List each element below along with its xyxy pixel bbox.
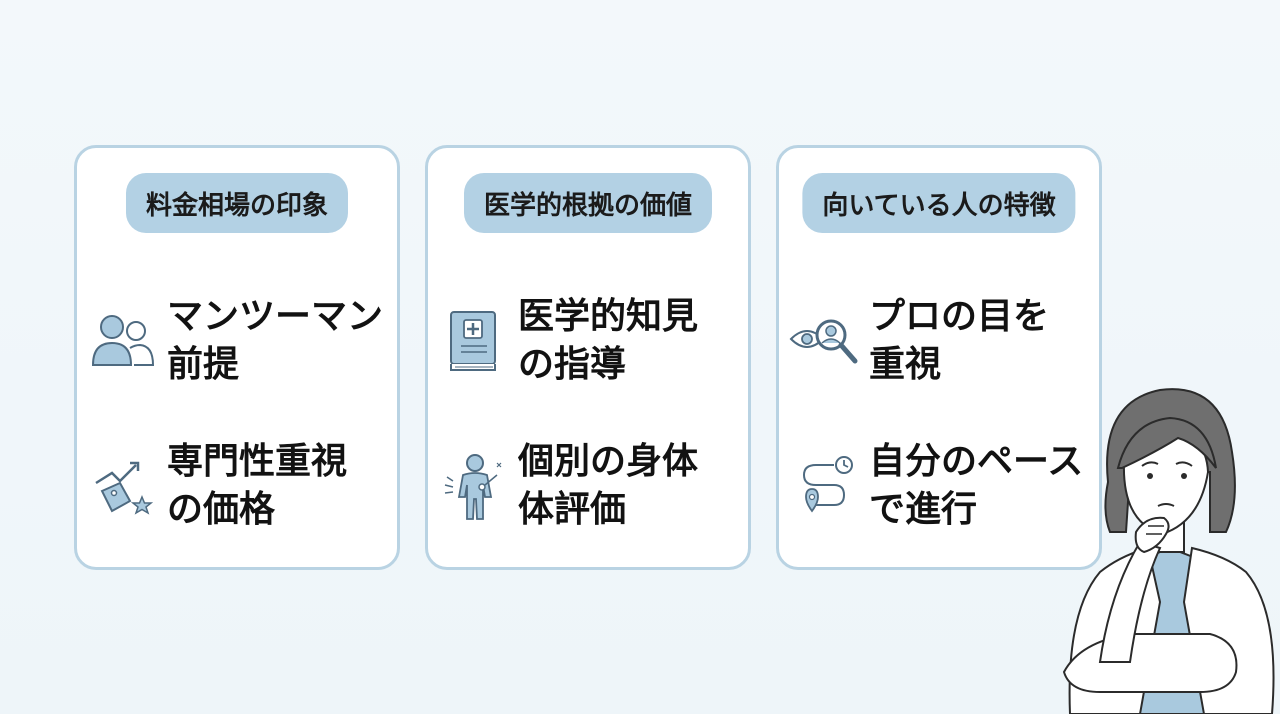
- list-item: 個別の身体 体評価: [438, 438, 738, 534]
- list-item: 医学的知見 の指導: [438, 293, 738, 389]
- list-item: 専門性重視 の価格: [87, 438, 387, 534]
- card-price-impression: 料金相場の印象 マンツーマン 前提 専門性重視 の価格: [74, 145, 400, 570]
- list-item: マンツーマン 前提: [87, 293, 387, 389]
- item-label: マンツーマン 前提: [167, 296, 384, 385]
- people-icon: [87, 305, 159, 377]
- thinking-woman-illustration: [1060, 372, 1280, 714]
- card-suitable-person: 向いている人の特徴 プロの目を 重視 自分のペース で進行: [776, 145, 1102, 570]
- item-label: 専門性重視 の価格: [167, 441, 348, 530]
- card-title: 医学的根拠の価値: [463, 173, 713, 233]
- eye-magnifier-icon: [789, 305, 861, 377]
- card-medical-evidence: 医学的根拠の価値 医学的知見 の指導: [425, 145, 751, 570]
- item-label: 自分のペース で進行: [869, 441, 1084, 530]
- medical-book-icon: [438, 305, 510, 377]
- body-assessment-icon: [438, 450, 510, 522]
- item-label: 医学的知見 の指導: [518, 296, 699, 385]
- card-title: 料金相場の印象: [125, 173, 349, 233]
- route-clock-icon: [789, 450, 861, 522]
- item-label: 個別の身体 体評価: [518, 441, 699, 530]
- item-label: プロの目を 重視: [869, 296, 1050, 385]
- card-title: 向いている人の特徴: [802, 173, 1076, 233]
- list-item: プロの目を 重視: [789, 293, 1089, 389]
- price-tag-trend-icon: [87, 450, 159, 522]
- list-item: 自分のペース で進行: [789, 438, 1089, 534]
